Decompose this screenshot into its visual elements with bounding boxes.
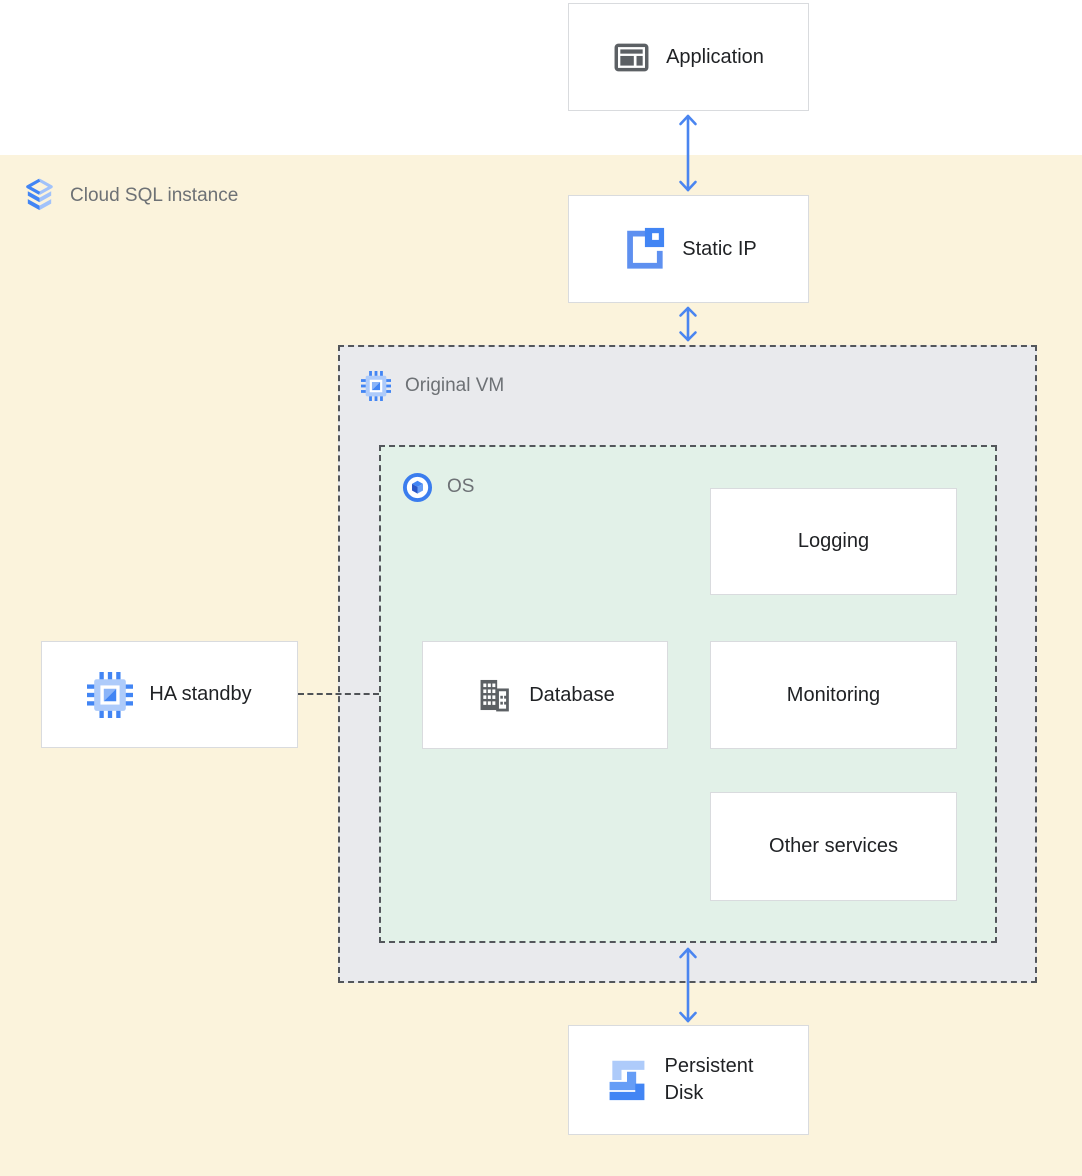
compute-engine-chip-icon <box>361 371 391 401</box>
static-ip-icon <box>627 227 665 269</box>
cloud-sql-stack-icon <box>26 178 53 211</box>
application-node: Application <box>568 3 809 111</box>
os-label: OS <box>447 476 475 497</box>
arrow-os-disk <box>679 947 697 1023</box>
compute-engine-chip-icon <box>87 671 134 718</box>
original-vm-label: Original VM <box>405 375 505 396</box>
app-window-icon <box>614 43 649 71</box>
database-label: Database <box>529 683 615 706</box>
database-node: Database <box>422 641 668 749</box>
monitoring-label: Monitoring <box>786 683 881 706</box>
other-services-label: Other services <box>769 835 898 857</box>
other-services-node: Other services <box>710 792 957 901</box>
logging-label: Logging <box>797 530 870 552</box>
persistent-disk-node: Persistent Disk <box>568 1025 809 1135</box>
static-ip-node: Static IP <box>568 195 809 303</box>
arrow-staticip-vm <box>679 306 697 342</box>
cloud-sql-instance-label-group: Cloud SQL instance <box>23 176 238 216</box>
persistent-disk-label: Persistent Disk <box>664 1055 754 1104</box>
ha-standby-connector-line <box>298 693 379 695</box>
logging-node: Logging <box>710 488 957 595</box>
ha-standby-node: HA standby <box>41 641 298 748</box>
static-ip-label: Static IP <box>682 237 757 260</box>
os-label-group: OS <box>402 471 474 503</box>
os-cube-circle-icon <box>402 472 433 502</box>
persistent-disk-icon <box>609 1060 644 1101</box>
ha-standby-label: HA standby <box>149 683 252 705</box>
building-icon <box>480 679 510 712</box>
monitoring-node: Monitoring <box>710 641 957 749</box>
cloud-sql-instance-label: Cloud SQL instance <box>70 185 239 206</box>
original-vm-label-group: Original VM <box>361 370 504 402</box>
arrow-application-staticip <box>679 114 697 192</box>
application-label: Application <box>666 45 764 68</box>
